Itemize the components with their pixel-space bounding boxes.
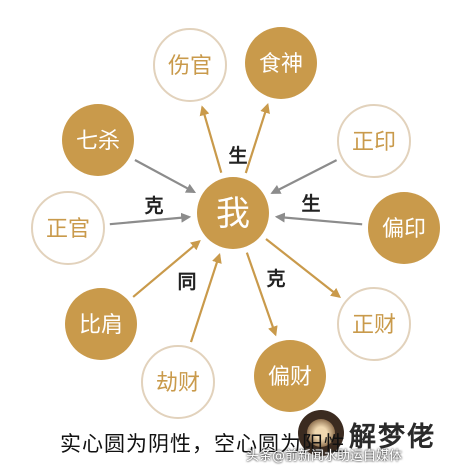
node-jiecai-circle [141, 345, 215, 419]
node-zhengcai-circle [337, 287, 411, 361]
center-node-label: 我 [216, 194, 250, 234]
arrow-bijian-to-center [132, 240, 201, 298]
node-jiecai-label: 劫财 [156, 371, 200, 396]
arrow-center-to-shishen [244, 103, 270, 174]
node-zhengcai-label: 正财 [352, 313, 396, 338]
relation-tong: 同 [177, 271, 196, 293]
arrow-center-to-zhengcai [265, 238, 341, 299]
node-zhengguan-circle [31, 191, 105, 265]
watermark-text: 头条@前新闻水助运自媒体 [246, 449, 403, 464]
arrow-center-to-piancai [245, 252, 278, 337]
node-qisha-label: 七杀 [76, 129, 120, 154]
node-shangguan-label: 伤官 [168, 54, 212, 79]
relation-ke-left: 克 [144, 194, 163, 217]
arrow-zhengyin-to-center [270, 159, 338, 194]
node-piancai-circle [254, 340, 326, 412]
relation-sheng-top: 生 [228, 144, 247, 167]
node-zhengguan-label: 正官 [46, 217, 90, 242]
center-node-circle [197, 177, 269, 249]
node-zhengyin-circle [337, 104, 411, 178]
node-piancai-label: 偏财 [268, 365, 312, 390]
legend-caption: 实心圆为阴性，空心圆为阳性 [60, 432, 346, 456]
node-shishen-circle [245, 27, 317, 99]
arrow-center-to-shangguan [199, 105, 223, 173]
relation-ke-bottom: 克 [266, 267, 285, 290]
arrows-layer [109, 103, 363, 343]
logo-text: 解梦佬 [349, 422, 436, 453]
node-pianyin-label: 偏印 [382, 217, 426, 242]
node-bijian-circle [65, 288, 137, 360]
arrow-pianyin-to-center [274, 212, 363, 226]
arrow-jiecai-to-center [189, 252, 222, 343]
node-bijian-label: 比肩 [79, 313, 123, 338]
node-qisha-circle [62, 104, 134, 176]
arrow-zhengguan-to-center [109, 212, 192, 226]
logo-badge-icon [298, 410, 344, 456]
node-shishen-label: 食神 [259, 52, 303, 77]
node-pianyin-circle [368, 192, 440, 264]
node-zhengyin-label: 正印 [352, 130, 396, 155]
arrow-qisha-to-center [134, 159, 197, 194]
relation-sheng-right: 生 [301, 192, 320, 215]
node-shangguan-circle [153, 28, 227, 102]
